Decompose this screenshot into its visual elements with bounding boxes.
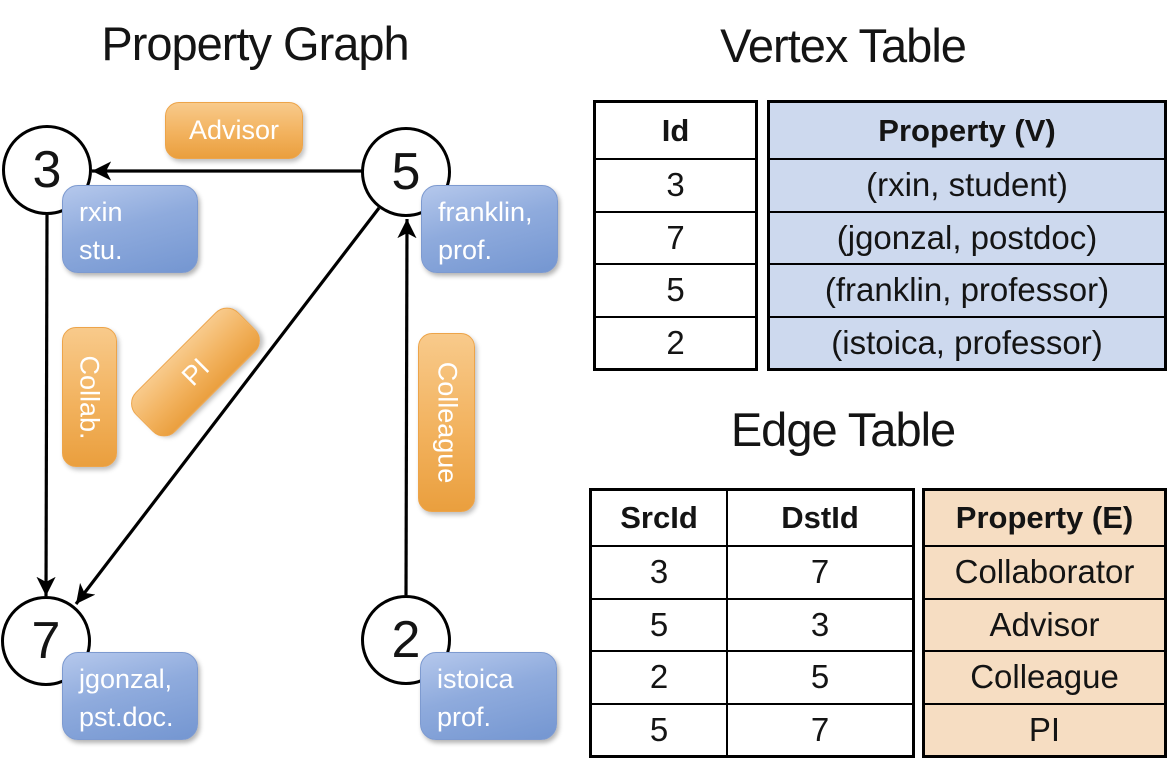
vertex-property-cell: (franklin, professor): [770, 263, 1164, 316]
edge-dstid-cell: 5: [726, 650, 912, 703]
edge-label-text: PI: [175, 352, 215, 392]
vertex-property-line: pst.doc.: [79, 702, 174, 732]
vertex-property-line: jgonzal,: [79, 664, 173, 694]
vertex-property-cell: (istoica, professor): [770, 315, 1164, 368]
vertex-table-header-property: Property (V): [770, 103, 1164, 158]
vertex-property-box-franklin: franklin, prof.: [421, 185, 558, 273]
vertex-property-box-istoica: istoica prof.: [420, 652, 557, 740]
edge-label-collab: Collab.: [62, 327, 117, 467]
edge-dstid-cell: 7: [726, 702, 912, 755]
vertex-table-id-column: Id 3 7 5 2: [593, 100, 758, 371]
edge-pi-arrow: [74, 207, 381, 605]
vertex-table-header-id: Id: [661, 112, 690, 148]
vertex-id-cell: 5: [596, 263, 755, 316]
vertex-property-line: stu.: [79, 235, 123, 265]
vertex-id-label: 3: [32, 141, 62, 199]
vertex-id-cell: 3: [596, 158, 755, 211]
vertex-table-property-column: Property (V) (rxin, student) (jgonzal, p…: [767, 100, 1167, 371]
edge-label-advisor: Advisor: [165, 102, 303, 159]
edge-srcid-cell: 2: [592, 650, 726, 703]
vertex-table-title: Vertex Table: [720, 19, 967, 72]
edge-label-colleague: Colleague: [418, 333, 475, 512]
edge-label-text: Advisor: [188, 115, 280, 145]
vertex-node-2: 2: [361, 595, 451, 685]
vertex-id-label: 7: [31, 612, 61, 670]
vertex-id-label: 5: [391, 143, 421, 201]
vertex-property-line: prof.: [438, 235, 493, 265]
vertex-property-line: rxin: [79, 197, 123, 227]
edge-table-property-column: Property (E) Collaborator Advisor Collea…: [922, 488, 1167, 758]
graph-edges: [36, 161, 417, 605]
edge-table-header-property: Property (E): [925, 491, 1164, 545]
edge-label-text: Colleague: [432, 361, 462, 484]
edge-dstid-cell: 3: [726, 597, 912, 650]
edge-table-id-columns: SrcId DstId 3 7 5 3 2 5 5 7: [589, 488, 915, 758]
edge-srcid-cell: 5: [592, 702, 726, 756]
vertex-property-cell: (rxin, student): [770, 158, 1164, 211]
edge-label-text: Collab.: [75, 354, 106, 440]
vertex-property-line: prof.: [437, 702, 492, 732]
vertex-id-label: 2: [391, 611, 421, 669]
vertex-node-5: 5: [361, 127, 451, 217]
edge-table-header-dstid: DstId: [726, 491, 912, 545]
property-graph-title: Property Graph: [101, 17, 409, 70]
edge-table-header-srcid: SrcId: [620, 500, 698, 535]
edge-colleague-arrow: [397, 218, 417, 596]
edge-dstid-cell: 7: [726, 545, 912, 598]
vertex-property-box-jgonzal: jgonzal, pst.doc.: [62, 652, 198, 740]
vertex-property-box-rxin: rxin stu.: [62, 185, 198, 273]
edge-property-cell: Colleague: [925, 650, 1164, 703]
edge-property-cell: Collaborator: [925, 545, 1164, 598]
edge-table-title: Edge Table: [730, 403, 956, 456]
edge-property-cell: PI: [925, 702, 1164, 755]
vertex-id-cell: 2: [596, 315, 755, 369]
vertex-property-cell: (jgonzal, postdoc): [770, 210, 1164, 263]
vertex-property-line: franklin,: [438, 197, 533, 227]
edge-property-cell: Advisor: [925, 597, 1164, 650]
edge-srcid-cell: 5: [592, 597, 726, 651]
vertex-id-cell: 7: [596, 210, 755, 264]
edge-collaborator-arrow: [36, 214, 56, 597]
vertex-property-line: istoica: [437, 664, 514, 694]
edge-srcid-cell: 3: [592, 545, 726, 598]
